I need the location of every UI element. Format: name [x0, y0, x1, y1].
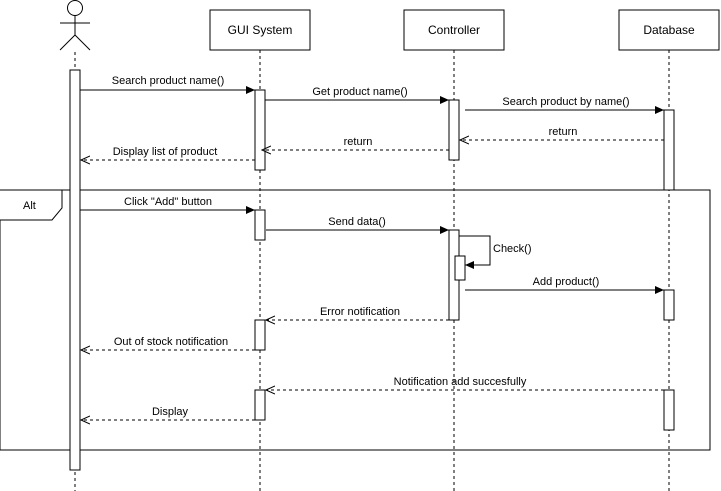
message-search-product-name: Search product name() — [80, 75, 255, 94]
message-label: Display — [152, 406, 189, 418]
participant-database: Database — [618, 9, 720, 51]
activation-gui-2 — [254, 209, 266, 241]
message-label: return — [344, 136, 373, 148]
participant-database-label: Database — [643, 23, 695, 37]
message-add-product: Add product() — [465, 276, 664, 294]
message-label: Get product name() — [312, 86, 407, 98]
message-label: Notification add succesfully — [394, 376, 527, 388]
message-return-controller: return — [262, 136, 449, 150]
message-error-notification: Error notification — [266, 306, 449, 320]
activation-actor — [69, 69, 81, 471]
activation-database-2 — [663, 289, 675, 321]
message-send-data: Send data() — [266, 216, 449, 234]
message-label: Out of stock notification — [114, 336, 228, 348]
alt-fragment: Alt — [0, 189, 711, 451]
participant-gui: GUI System — [209, 9, 311, 51]
message-label: Display list of product — [113, 146, 218, 158]
message-display-list-of-product: Display list of product — [81, 146, 255, 160]
actor-head — [67, 0, 83, 16]
message-label: Click "Add" button — [124, 196, 212, 208]
message-click-add-button: Click "Add" button — [80, 196, 255, 214]
message-label: Error notification — [320, 306, 400, 318]
activation-gui-3 — [254, 319, 266, 351]
activation-database-3 — [663, 389, 675, 431]
activation-gui-4 — [254, 389, 266, 421]
message-label: Send data() — [328, 216, 385, 228]
message-label: return — [549, 126, 578, 138]
message-label: Search product by name() — [502, 96, 629, 108]
message-label: Check() — [493, 243, 532, 255]
activation-controller-1 — [448, 99, 460, 161]
message-notification-add-succesfully: Notification add succesfully — [266, 376, 664, 390]
message-search-product-by-name: Search product by name() — [465, 96, 664, 114]
message-return-database: return — [460, 126, 664, 140]
message-label: Search product name() — [112, 75, 225, 87]
activation-controller-self — [454, 255, 466, 281]
activation-database-1 — [663, 109, 675, 191]
alt-fragment-label: Alt — [23, 200, 36, 212]
actor-stick-figure — [59, 0, 91, 51]
participant-controller-label: Controller — [428, 23, 480, 37]
participant-controller: Controller — [403, 9, 505, 51]
activation-gui-1 — [254, 89, 266, 171]
message-display: Display — [81, 406, 255, 420]
message-check-self-call: Check() — [459, 235, 532, 269]
message-out-of-stock-notification: Out of stock notification — [81, 336, 255, 350]
participant-gui-label: GUI System — [228, 23, 293, 37]
message-label: Add product() — [533, 276, 600, 288]
message-get-product-name: Get product name() — [265, 86, 449, 104]
